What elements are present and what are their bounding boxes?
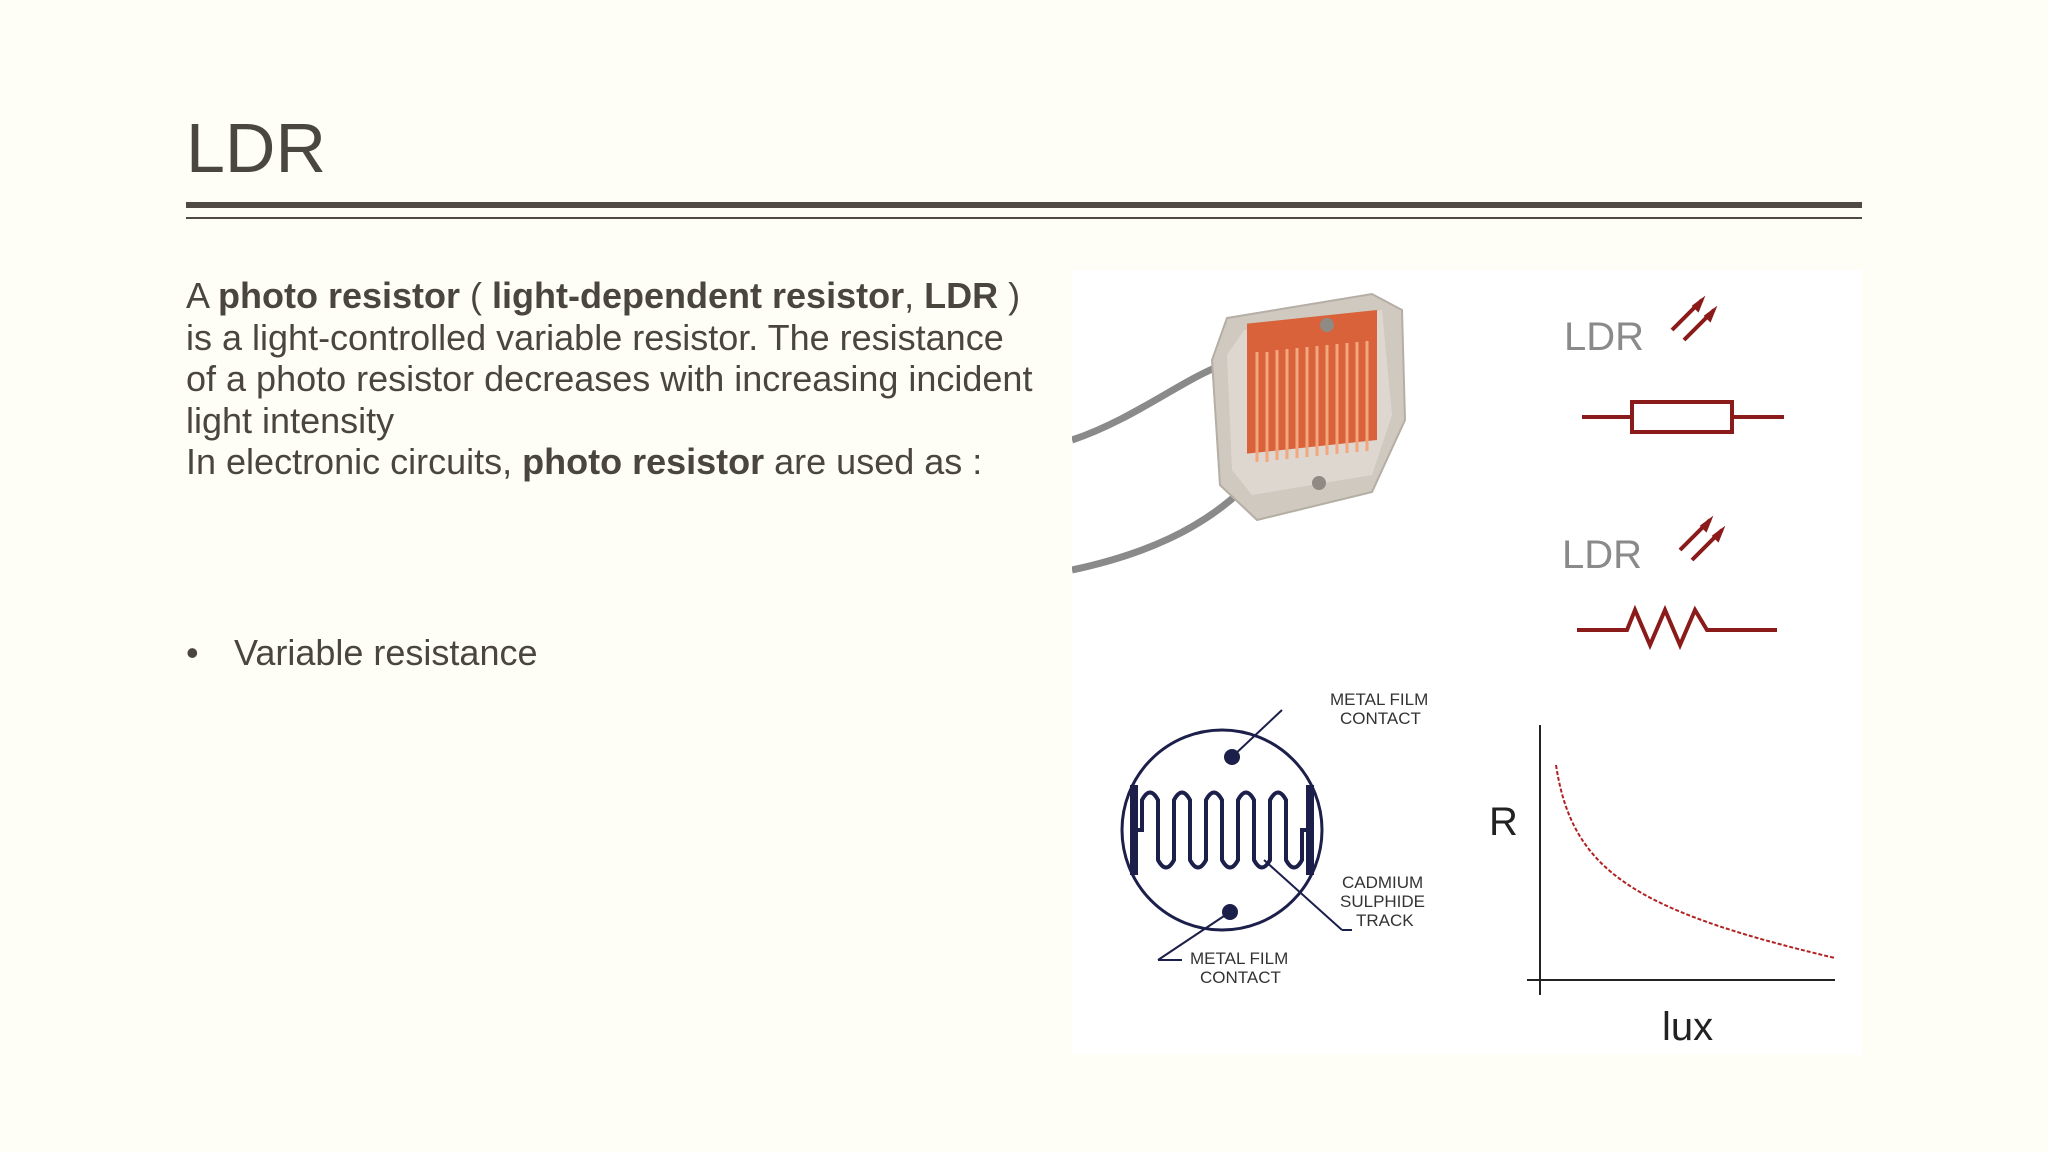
text-run: A xyxy=(186,275,219,316)
title-divider-thick xyxy=(186,202,1862,208)
callout-label: SULPHIDE xyxy=(1340,892,1425,911)
bold-term: light-dependent resistor xyxy=(492,275,905,316)
callout-label: METAL FILM xyxy=(1330,690,1428,709)
text-run: ( xyxy=(460,275,493,316)
ldr-illustration: LDR LDR xyxy=(1072,292,1836,1049)
graph-x-axis-label: lux xyxy=(1662,1005,1713,1049)
bold-term: LDR xyxy=(924,275,999,316)
slide-title: LDR xyxy=(186,109,327,187)
paragraph-definition: A photo resistor ( light-dependent resis… xyxy=(186,275,1036,441)
paragraph-usage: In electronic circuits, photo resistor a… xyxy=(186,441,1036,483)
callout-label: TRACK xyxy=(1356,911,1414,930)
text-run: In electronic circuits, xyxy=(186,441,523,482)
title-divider-thin xyxy=(186,217,1862,219)
ldr-symbol-rectangle: LDR xyxy=(1564,295,1784,434)
ldr-construction-diagram: METAL FILM CONTACT CADMIUM SULPHIDE TRAC… xyxy=(1120,690,1428,987)
bullet-text: Variable resistance xyxy=(234,632,538,673)
symbol-label: LDR xyxy=(1562,533,1642,577)
text-run: ) is a light-controlled variable resisto… xyxy=(186,275,1033,441)
callout-label: CADMIUM xyxy=(1342,873,1423,892)
callout-label: CONTACT xyxy=(1340,709,1421,728)
ldr-figure: LDR LDR xyxy=(1072,270,1862,1055)
callout-label: METAL FILM xyxy=(1190,949,1288,968)
text-run: are used as : xyxy=(764,441,983,482)
ldr-component-photo xyxy=(1072,292,1407,574)
bullet-marker: • xyxy=(186,632,199,673)
text-run: , xyxy=(904,275,925,316)
resistance-vs-lux-graph: R lux xyxy=(1489,725,1836,1049)
graph-y-axis-label: R xyxy=(1489,800,1518,844)
bold-term: photo resistor xyxy=(522,441,765,482)
bullet-item: • Variable resistance xyxy=(186,632,538,674)
symbol-label: LDR xyxy=(1564,315,1644,359)
body-text: A photo resistor ( light-dependent resis… xyxy=(186,275,1036,483)
callout-label: CONTACT xyxy=(1200,968,1281,987)
bold-term: photo resistor xyxy=(218,275,461,316)
ldr-symbol-zigzag: LDR xyxy=(1562,515,1777,651)
